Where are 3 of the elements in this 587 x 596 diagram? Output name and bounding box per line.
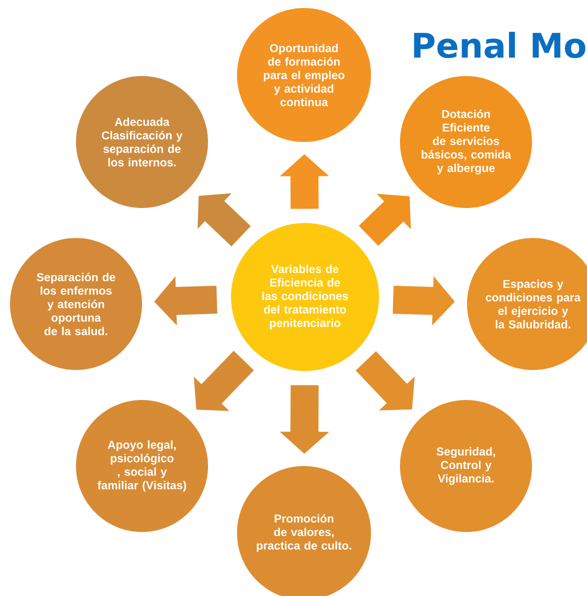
block-arrow — [356, 351, 415, 410]
block-arrow — [358, 194, 411, 246]
title: Penal Mo — [414, 32, 586, 58]
